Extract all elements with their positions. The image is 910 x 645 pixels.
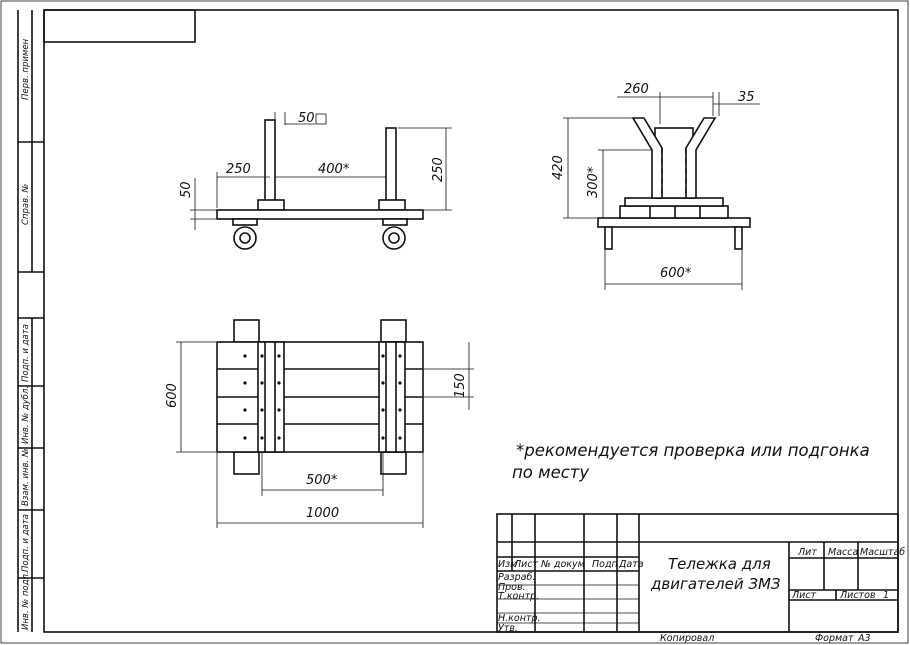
side-label-vzam-inv: Взам. инв. № xyxy=(21,448,31,506)
title-block: Изм Лист № докум Подп Дата Разраб. Пров.… xyxy=(496,513,905,634)
side-dim-bottom: 600* xyxy=(660,266,692,281)
col-data: Дата xyxy=(618,559,644,570)
col-docum: № докум xyxy=(540,559,585,570)
front-dim-top: 50 xyxy=(298,111,315,126)
footer-format-label: Формат xyxy=(815,633,854,644)
row-prov: Пров. xyxy=(498,582,526,593)
side-dim-height2: 300* xyxy=(586,166,601,198)
side-label-podp-data-1: Подп. и дата xyxy=(21,324,31,382)
title-line-2: двигателей ЗМЗ xyxy=(650,575,781,593)
label-list: Лист xyxy=(791,590,817,601)
top-view: 600 150 500* 1000 xyxy=(165,319,474,528)
label-masshtab: Масштаб xyxy=(860,547,905,558)
listov-value: 1 xyxy=(883,590,889,601)
front-dim-right: 250 xyxy=(431,157,446,182)
col-podp: Подп xyxy=(592,559,618,570)
title-line-1: Тележка для xyxy=(668,555,771,573)
side-label-podp-data-2: Подп. и дата xyxy=(21,514,31,572)
col-list: Лист xyxy=(513,559,539,570)
label-lit: Лит xyxy=(797,547,817,558)
front-view: 50 250 400* 250 50 xyxy=(179,111,452,250)
side-label-inv-dubl: Инв. № дубл. xyxy=(21,386,31,444)
front-dim-height: 50 xyxy=(179,181,194,198)
side-label-inv-podl: Инв. № подл. xyxy=(21,571,31,630)
label-massa: Масса xyxy=(828,547,858,558)
side-dim-height1: 420 xyxy=(551,155,566,180)
side-label-sprav-no: Справ. № xyxy=(21,183,31,225)
col-izm: Изм xyxy=(498,559,517,570)
row-utv: Утв. xyxy=(498,623,518,634)
rivet-dots xyxy=(243,354,402,440)
footer-format-value: А3 xyxy=(857,633,871,644)
side-stamp: Перв. примен Справ. № Подп. и дата Инв. … xyxy=(17,10,44,632)
row-tkontr: Т.контр. xyxy=(498,591,539,602)
footer-copied: Копировал xyxy=(660,633,714,644)
top-left-stamp-box xyxy=(43,9,196,43)
row-razrab: Разраб. xyxy=(498,572,535,583)
front-dim-middle: 400* xyxy=(318,162,350,177)
side-dim-top: 260 xyxy=(624,82,649,97)
row-nkontr: Н.контр. xyxy=(498,613,541,624)
side-dim-right: 35 xyxy=(738,90,755,105)
note-line-1: *рекомендуется проверка или подгонка xyxy=(516,441,870,460)
note-line-2: по месту xyxy=(512,463,589,482)
square-symbol xyxy=(315,113,327,125)
label-listov: Листов xyxy=(839,590,876,601)
top-dim-height: 600 xyxy=(165,383,180,408)
side-view: 260 35 420 300* 600* xyxy=(551,82,760,290)
inner-frame xyxy=(43,9,899,633)
front-dim-left: 250 xyxy=(226,162,251,177)
top-dim-middle: 500* xyxy=(306,473,338,488)
top-dim-total: 1000 xyxy=(306,506,339,521)
side-label-perv-primen: Перв. примен xyxy=(21,38,31,100)
top-dim-right: 150 xyxy=(453,373,468,398)
